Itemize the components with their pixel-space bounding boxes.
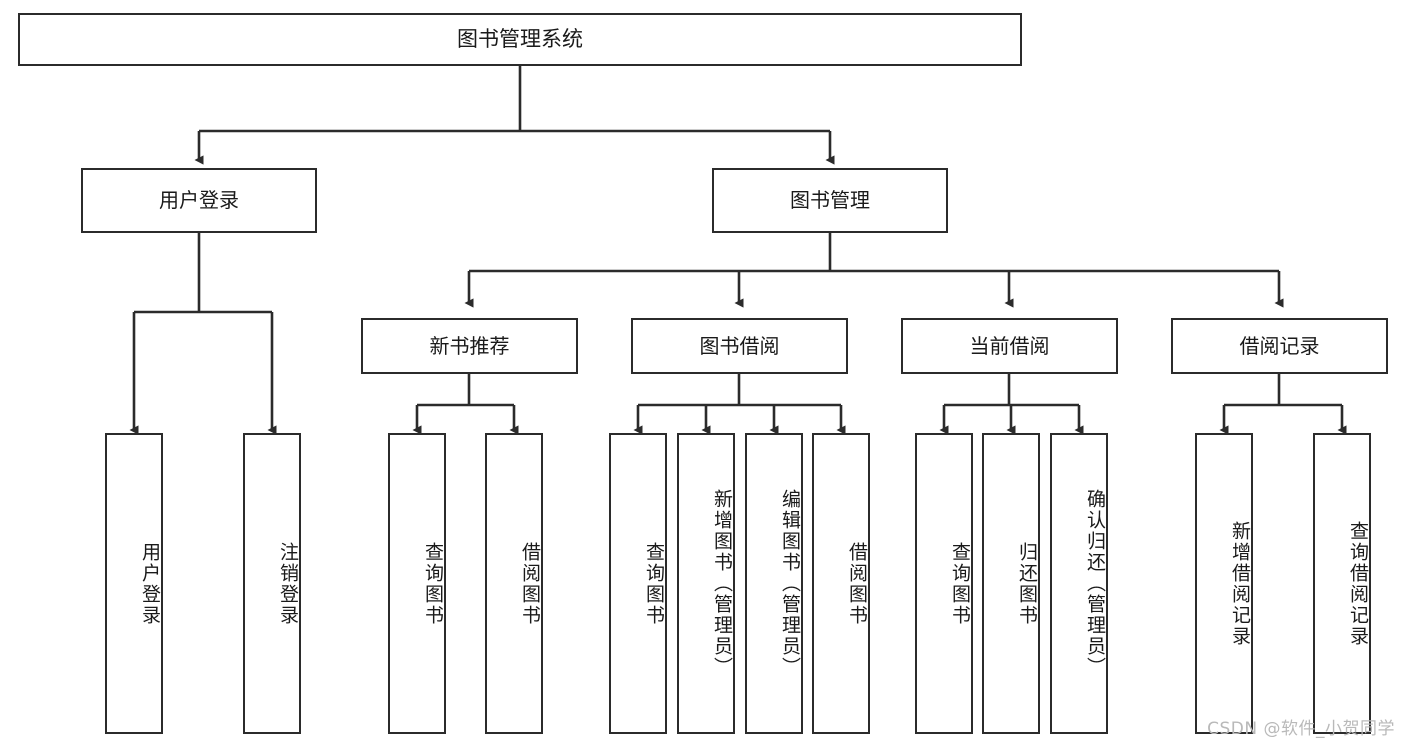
leaf-label: 编辑图书（管理员）: [779, 489, 801, 678]
edge-root-to-level2: [194, 66, 835, 165]
leaf-add-borrow-record[interactable]: 新增借阅记录: [1195, 433, 1253, 734]
leaf-add-book[interactable]: 新增图书（管理员）: [677, 433, 735, 734]
edge-newbook-to-leaves: [412, 374, 519, 435]
edge-bookborrow-to-leaves: [633, 374, 846, 435]
leaf-borrow-book-2[interactable]: 借阅图书: [812, 433, 870, 734]
leaf-confirm-return[interactable]: 确认归还（管理员）: [1050, 433, 1108, 734]
leaf-query-book-2[interactable]: 查询图书: [609, 433, 667, 734]
leaf-edit-book[interactable]: 编辑图书（管理员）: [745, 433, 803, 734]
leaf-return-book[interactable]: 归还图书: [982, 433, 1040, 734]
leaf-query-borrow-record[interactable]: 查询借阅记录: [1313, 433, 1371, 734]
node-current-borrow[interactable]: 当前借阅: [901, 318, 1118, 374]
leaf-label: 借阅图书: [519, 541, 541, 626]
leaf-label: 用户登录: [139, 541, 161, 626]
leaf-label: 注销登录: [277, 541, 299, 626]
leaf-query-book-3[interactable]: 查询图书: [915, 433, 973, 734]
leaf-logout-login[interactable]: 注销登录: [243, 433, 301, 734]
node-borrow-record[interactable]: 借阅记录: [1171, 318, 1388, 374]
node-root[interactable]: 图书管理系统: [18, 13, 1022, 66]
node-book-management[interactable]: 图书管理: [712, 168, 948, 233]
leaf-label: 确认归还（管理员）: [1084, 489, 1106, 678]
leaf-label: 查询图书: [643, 541, 665, 626]
node-new-book-recommend[interactable]: 新书推荐: [361, 318, 578, 374]
leaf-label: 新增借阅记录: [1229, 520, 1251, 647]
leaf-borrow-book-1[interactable]: 借阅图书: [485, 433, 543, 734]
edge-userlogin-to-leaves: [129, 233, 277, 435]
leaf-label: 归还图书: [1016, 541, 1038, 626]
node-book-borrow[interactable]: 图书借阅: [631, 318, 848, 374]
leaf-label: 借阅图书: [846, 541, 868, 626]
leaf-query-book-1[interactable]: 查询图书: [388, 433, 446, 734]
edge-bookmgmt-to-level3: [464, 233, 1284, 308]
edge-borrowrecord-to-leaves: [1219, 374, 1347, 435]
leaf-label: 查询图书: [949, 541, 971, 626]
leaf-label: 新增图书（管理员）: [711, 489, 733, 678]
leaf-label: 查询图书: [422, 541, 444, 626]
csdn-watermark: CSDN @软件_小贺同学: [1207, 719, 1395, 739]
leaf-label: 查询借阅记录: [1347, 520, 1369, 647]
edge-currentborrow-to-leaves: [939, 374, 1084, 435]
leaf-user-login[interactable]: 用户登录: [105, 433, 163, 734]
node-user-login[interactable]: 用户登录: [81, 168, 317, 233]
